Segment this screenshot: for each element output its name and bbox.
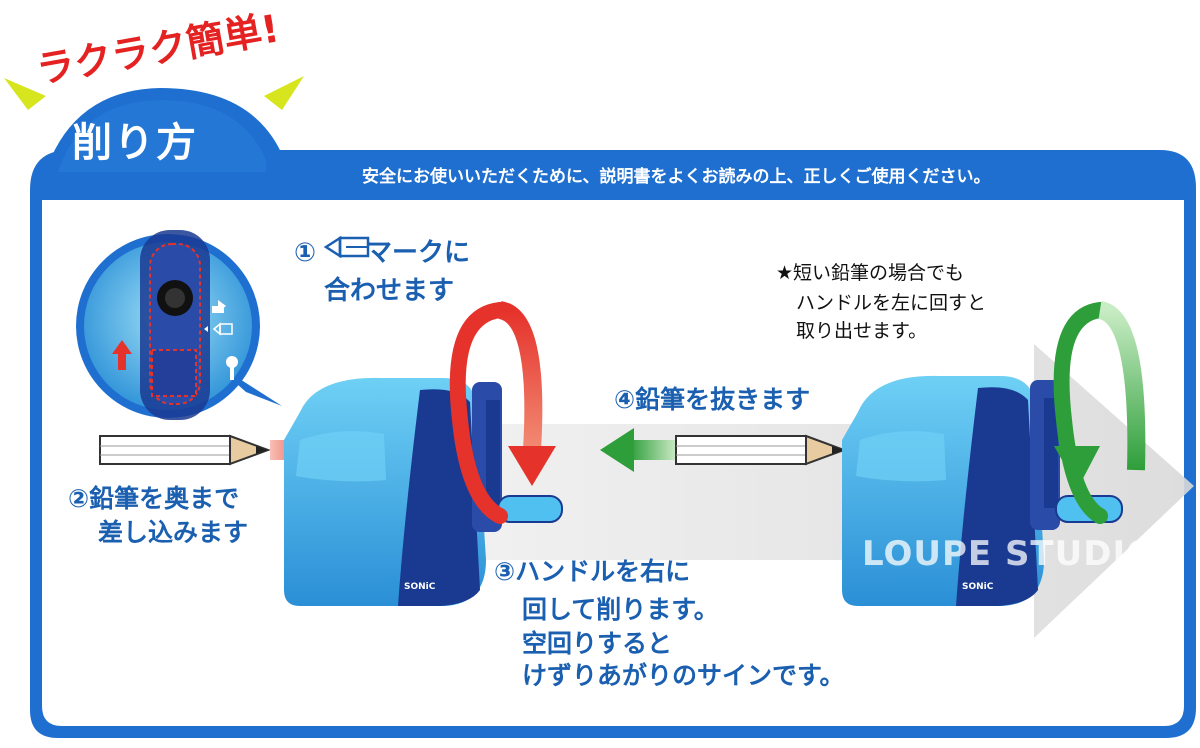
step3-line4: けずりあがりのサインです。 (522, 661, 845, 690)
step4-text: ④鉛筆を抜きます (614, 385, 811, 414)
pencil-right (675, 434, 847, 466)
step2-line2: 差し込みます (98, 518, 249, 547)
pencil-mark-icon (323, 235, 370, 259)
title-badge (38, 88, 288, 200)
remove-arrow (600, 428, 680, 472)
step2-line1: ②鉛筆を奥まで (68, 484, 240, 513)
short-pencil-note-line1: ★短い鉛筆の場合でも (776, 262, 965, 284)
accent-rays (4, 76, 304, 110)
pencil-left (99, 434, 271, 466)
insert-pencil-icon (212, 300, 226, 313)
sharpener-left (284, 377, 563, 606)
rotate-clockwise-arrow (449, 301, 556, 524)
step3-line1: ③ハンドルを右に (494, 557, 691, 586)
brand-label-right: SONiC (962, 582, 994, 592)
watermark: LOUPE STUDIO (862, 534, 1157, 574)
safety-notice: 安全にお使いいただくために、説明書をよくお読みの上、正しくご使用ください。 (362, 167, 991, 187)
page-title: 削り方 (72, 120, 198, 166)
step1-line2: 合わせます (324, 276, 455, 306)
step3-line2: 回して削ります。 (522, 595, 719, 624)
up-arrow-icon (112, 340, 132, 370)
short-pencil-note-line3: 取り出せます。 (796, 320, 928, 342)
short-pencil-note-line2: ハンドルを左に回すと (796, 292, 987, 314)
catchphrase: ラクラク簡単! (33, 6, 282, 92)
lock-icon (226, 356, 238, 380)
step3-line3: 空回りすると (522, 629, 673, 658)
step1-line1: ① マークに (294, 232, 470, 269)
pencil-mark-icon (204, 322, 233, 336)
step1-number: ① (294, 238, 317, 268)
brand-label-left: SONiC (404, 582, 436, 592)
flow-arrow-background (300, 344, 1194, 638)
rotate-counterclockwise-arrow (1053, 301, 1146, 524)
sharpener-right (842, 375, 1123, 606)
step1-text: マークに (366, 238, 471, 268)
